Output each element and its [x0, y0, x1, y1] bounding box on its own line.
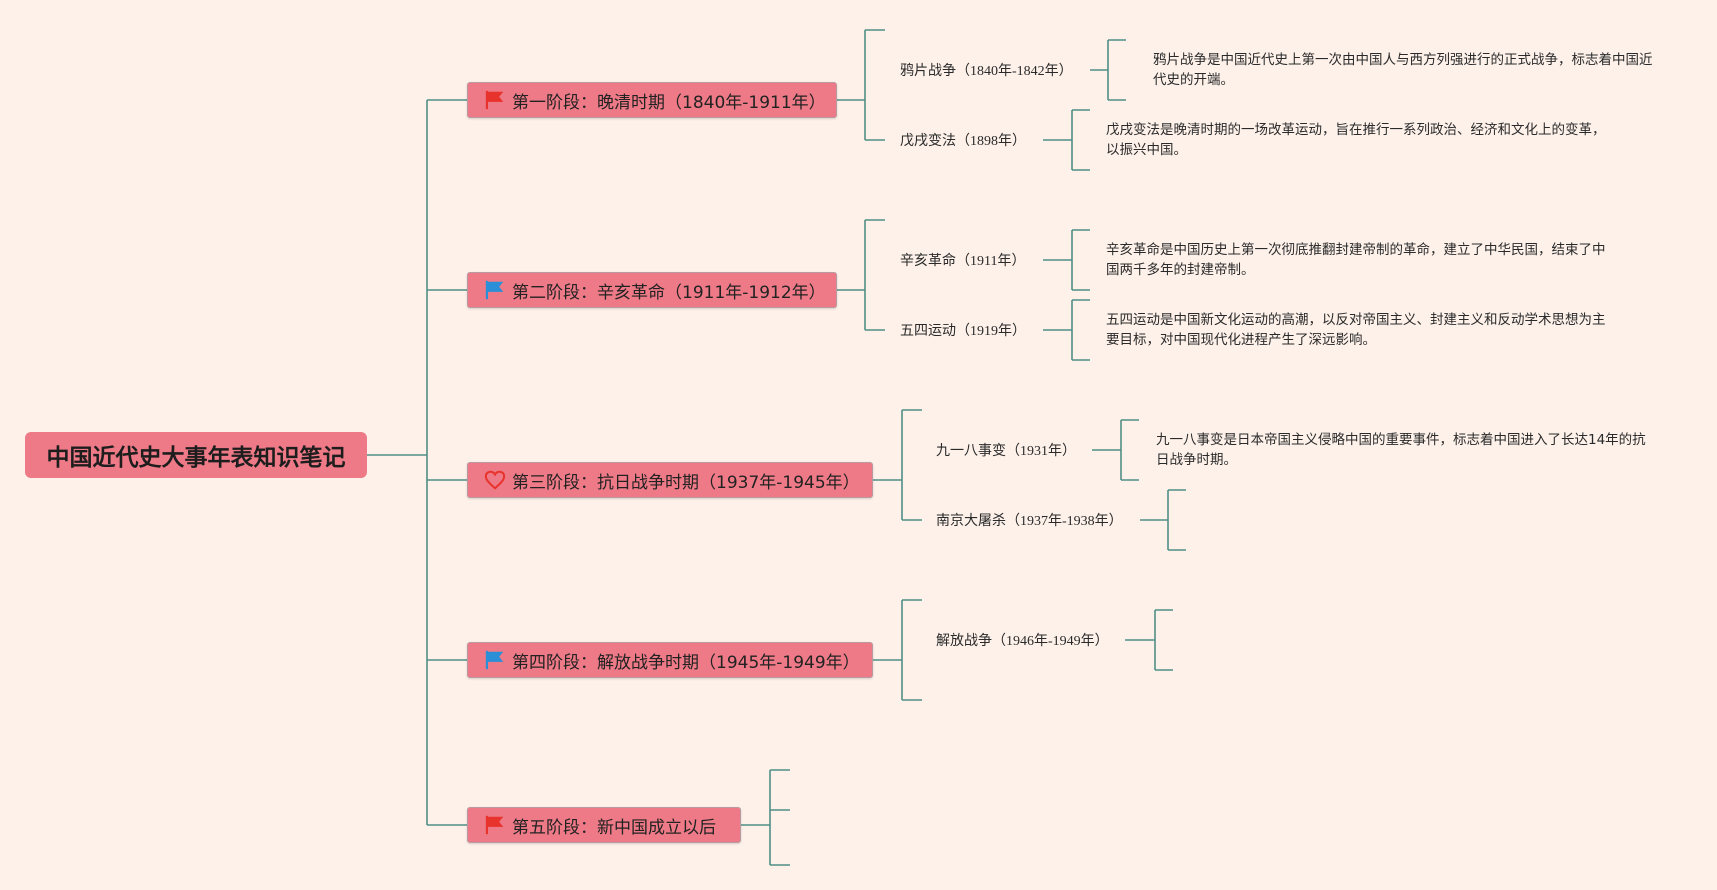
event-label[interactable]: 戊戌变法（1898年）	[900, 134, 1026, 149]
event-description: 戊戌变法是晚清时期的一场改革运动，旨在推行一系列政治、经济和文化上的变革，以振兴…	[1106, 122, 1606, 158]
red-flag-icon	[484, 89, 506, 111]
blue-flag-icon	[484, 649, 506, 671]
stage-label: 第二阶段：辛亥革命（1911年-1912年）	[512, 282, 826, 303]
stage-node-2[interactable]: 第二阶段：辛亥革命（1911年-1912年）	[467, 272, 837, 308]
event-description: 鸦片战争是中国近代史上第一次由中国人与西方列强进行的正式战争，标志着中国近代史的…	[1153, 52, 1653, 88]
event-label[interactable]: 南京大屠杀（1937年-1938年）	[936, 514, 1123, 529]
stage-node-5[interactable]: 第五阶段：新中国成立以后	[467, 807, 741, 843]
stage-label: 第一阶段：晚清时期（1840年-1911年）	[512, 92, 826, 113]
event-label[interactable]: 辛亥革命（1911年）	[900, 254, 1026, 269]
stage-label: 第三阶段：抗日战争时期（1937年-1945年）	[512, 472, 860, 493]
red-flag-icon	[484, 814, 506, 836]
event-label[interactable]: 九一八事变（1931年）	[936, 444, 1076, 459]
stage-label: 第五阶段：新中国成立以后	[512, 817, 716, 838]
event-label[interactable]: 解放战争（1946年-1949年）	[936, 634, 1109, 649]
event-description: 辛亥革命是中国历史上第一次彻底推翻封建帝制的革命，建立了中华民国，结束了中国两千…	[1106, 242, 1606, 278]
stage-node-1[interactable]: 第一阶段：晚清时期（1840年-1911年）	[467, 82, 837, 118]
stage-node-4[interactable]: 第四阶段：解放战争时期（1945年-1949年）	[467, 642, 873, 678]
event-description: 九一八事变是日本帝国主义侵略中国的重要事件，标志着中国进入了长达14年的抗日战争…	[1156, 432, 1646, 468]
event-label[interactable]: 五四运动（1919年）	[900, 324, 1026, 339]
event-description: 五四运动是中国新文化运动的高潮，以反对帝国主义、封建主义和反动学术思想为主要目标…	[1106, 312, 1606, 348]
blue-flag-icon	[484, 279, 506, 301]
heart-icon	[484, 469, 506, 491]
stage-label: 第四阶段：解放战争时期（1945年-1949年）	[512, 652, 860, 673]
root-topic[interactable]: 中国近代史大事年表知识笔记	[25, 432, 367, 478]
stage-node-3[interactable]: 第三阶段：抗日战争时期（1937年-1945年）	[467, 462, 873, 498]
event-label[interactable]: 鸦片战争（1840年-1842年）	[900, 64, 1073, 79]
